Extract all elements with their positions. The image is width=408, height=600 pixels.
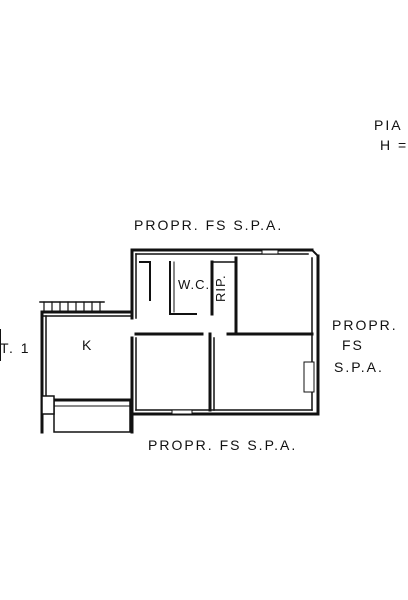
bottom-owner-label: PROPR. FS S.P.A. (148, 437, 298, 453)
left-wall (130, 248, 137, 434)
bottom-wall (130, 409, 320, 416)
interior-partitions (134, 312, 314, 412)
right-wall (303, 248, 320, 416)
top-wall (130, 248, 314, 255)
room-label-wc: W.C. (178, 277, 211, 292)
plan-title: PIA (374, 117, 403, 133)
room-label-storage: RIP. (213, 274, 228, 302)
room-label-kitchen: K (82, 337, 94, 353)
right-owner-label-3: S.P.A. (334, 359, 384, 375)
right-owner-label-1: PROPR. (332, 317, 398, 333)
kitchen-wing (39, 301, 134, 434)
plan-height: H = (380, 137, 408, 153)
top-owner-label: PROPR. FS S.P.A. (134, 217, 284, 233)
wc-block (139, 256, 238, 316)
left-reference-label: T. 1 (0, 340, 31, 356)
right-owner-label-2: FS (342, 337, 364, 353)
